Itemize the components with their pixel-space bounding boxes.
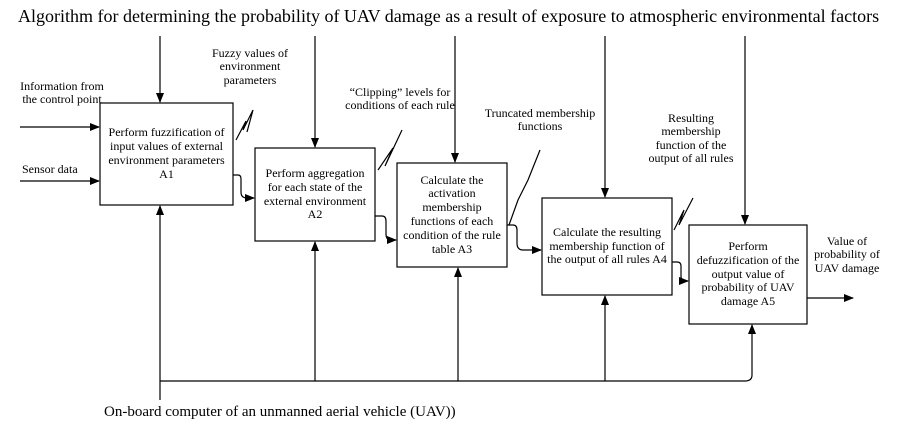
flow-label-truncated: Truncated membership functions: [484, 106, 596, 134]
block-a1-box: [99, 102, 234, 206]
input-label-sensor: Sensor data: [22, 162, 78, 176]
output-label: Value of probability of UAV damage: [814, 234, 880, 275]
block-a3-text: Calculate the activation membership func…: [403, 172, 501, 256]
flow-label-fuzzy-values: Fuzzy values of environment parameters: [212, 46, 288, 87]
diagram-title: Algorithm for determining the probabilit…: [18, 6, 880, 26]
block-a2-text: Perform aggregation for each state of th…: [263, 165, 367, 222]
flow-a3-a4: [507, 224, 542, 254]
flow-a2-a3: [375, 215, 397, 244]
block-a5-box: [688, 224, 808, 325]
block-a1-text: Perform fuzzification of input values of…: [108, 125, 225, 181]
flow-label-clipping: “Clipping” levels for conditions of each…: [345, 85, 455, 113]
input-label-control-point: Information from the control point: [20, 79, 104, 107]
block-a5-text: Perform defuzzification of the output va…: [696, 239, 800, 309]
mechanism-label: On-board computer of an unmanned aerial …: [104, 404, 456, 420]
flow-a1-a2: [233, 174, 255, 202]
leader-truncated: [508, 149, 541, 226]
flow-a4-a5: [672, 261, 689, 285]
mechanism-bus: [160, 324, 756, 382]
block-a4-text: Calculate the resulting membership funct…: [547, 224, 667, 267]
flow-label-resulting: Resulting membership function of the out…: [648, 111, 734, 166]
leader-clipping: [377, 129, 403, 171]
leader-resulting: [673, 197, 694, 231]
leader-fuzzy-values: [235, 109, 254, 141]
block-a3-box: [396, 162, 508, 268]
block-a2-box: [254, 147, 376, 242]
block-a4-box: [541, 197, 673, 296]
